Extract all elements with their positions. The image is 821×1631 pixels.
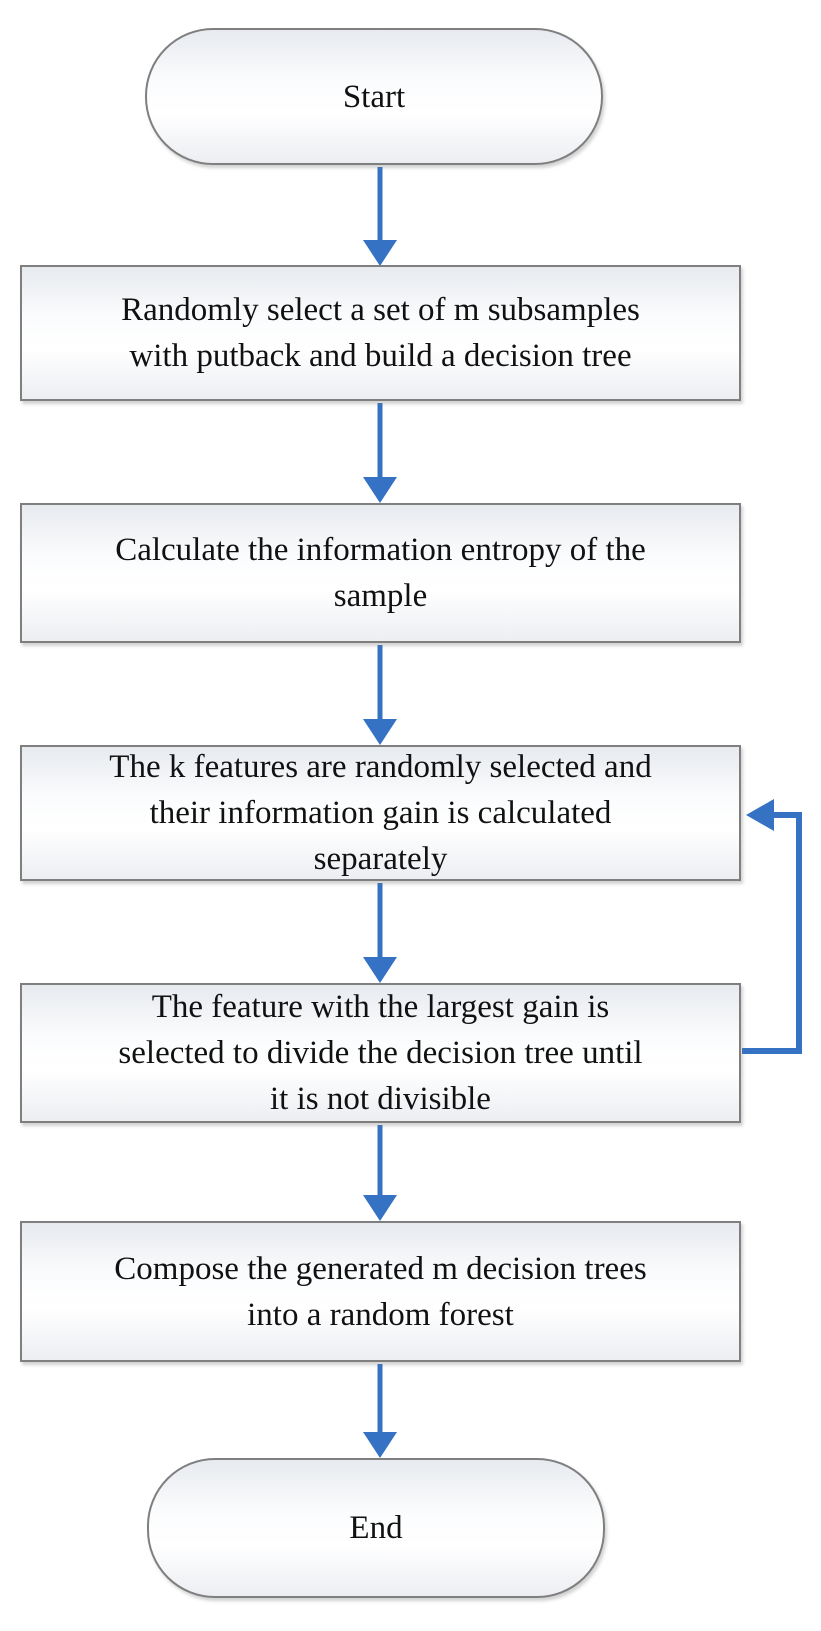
arrow-down-icon [363, 957, 397, 983]
node-compose-forest-label: Compose the generated m decision trees i… [114, 1250, 647, 1333]
edge-step5-end [363, 1364, 397, 1458]
node-largest-gain-divide: The feature with the largest gain is sel… [20, 983, 741, 1123]
node-calc-entropy-label: Calculate the information entropy of the… [115, 532, 646, 614]
node-select-subsamples-label: Randomly select a set of m subsamples wi… [121, 292, 640, 374]
edge-step3-step4 [363, 883, 397, 983]
arrow-down-icon [363, 1195, 397, 1221]
node-start-label: Start [342, 78, 406, 115]
edge-step4-step5 [363, 1125, 397, 1221]
node-k-features-gain: The k features are randomly selected and… [20, 745, 741, 881]
node-end-label: End [349, 1510, 403, 1546]
arrow-down-icon [363, 719, 397, 745]
node-compose-forest: Compose the generated m decision trees i… [20, 1221, 741, 1362]
arrow-down-icon [363, 477, 397, 503]
arrow-left-icon [746, 799, 774, 831]
edge-start-step1 [363, 167, 397, 266]
node-start: Start [145, 28, 603, 165]
edge-step2-step3 [363, 645, 397, 745]
node-k-features-gain-label: The k features are randomly selected and… [109, 749, 652, 877]
edge-step4-step3-loop [742, 799, 802, 1054]
node-calc-entropy: Calculate the information entropy of the… [20, 503, 741, 643]
arrow-down-icon [363, 1432, 397, 1458]
node-select-subsamples: Randomly select a set of m subsamples wi… [20, 265, 741, 401]
node-end: End [147, 1458, 605, 1598]
edge-step1-step2 [363, 403, 397, 503]
node-largest-gain-divide-label: The feature with the largest gain is sel… [118, 989, 643, 1117]
arrow-down-icon [363, 240, 397, 266]
